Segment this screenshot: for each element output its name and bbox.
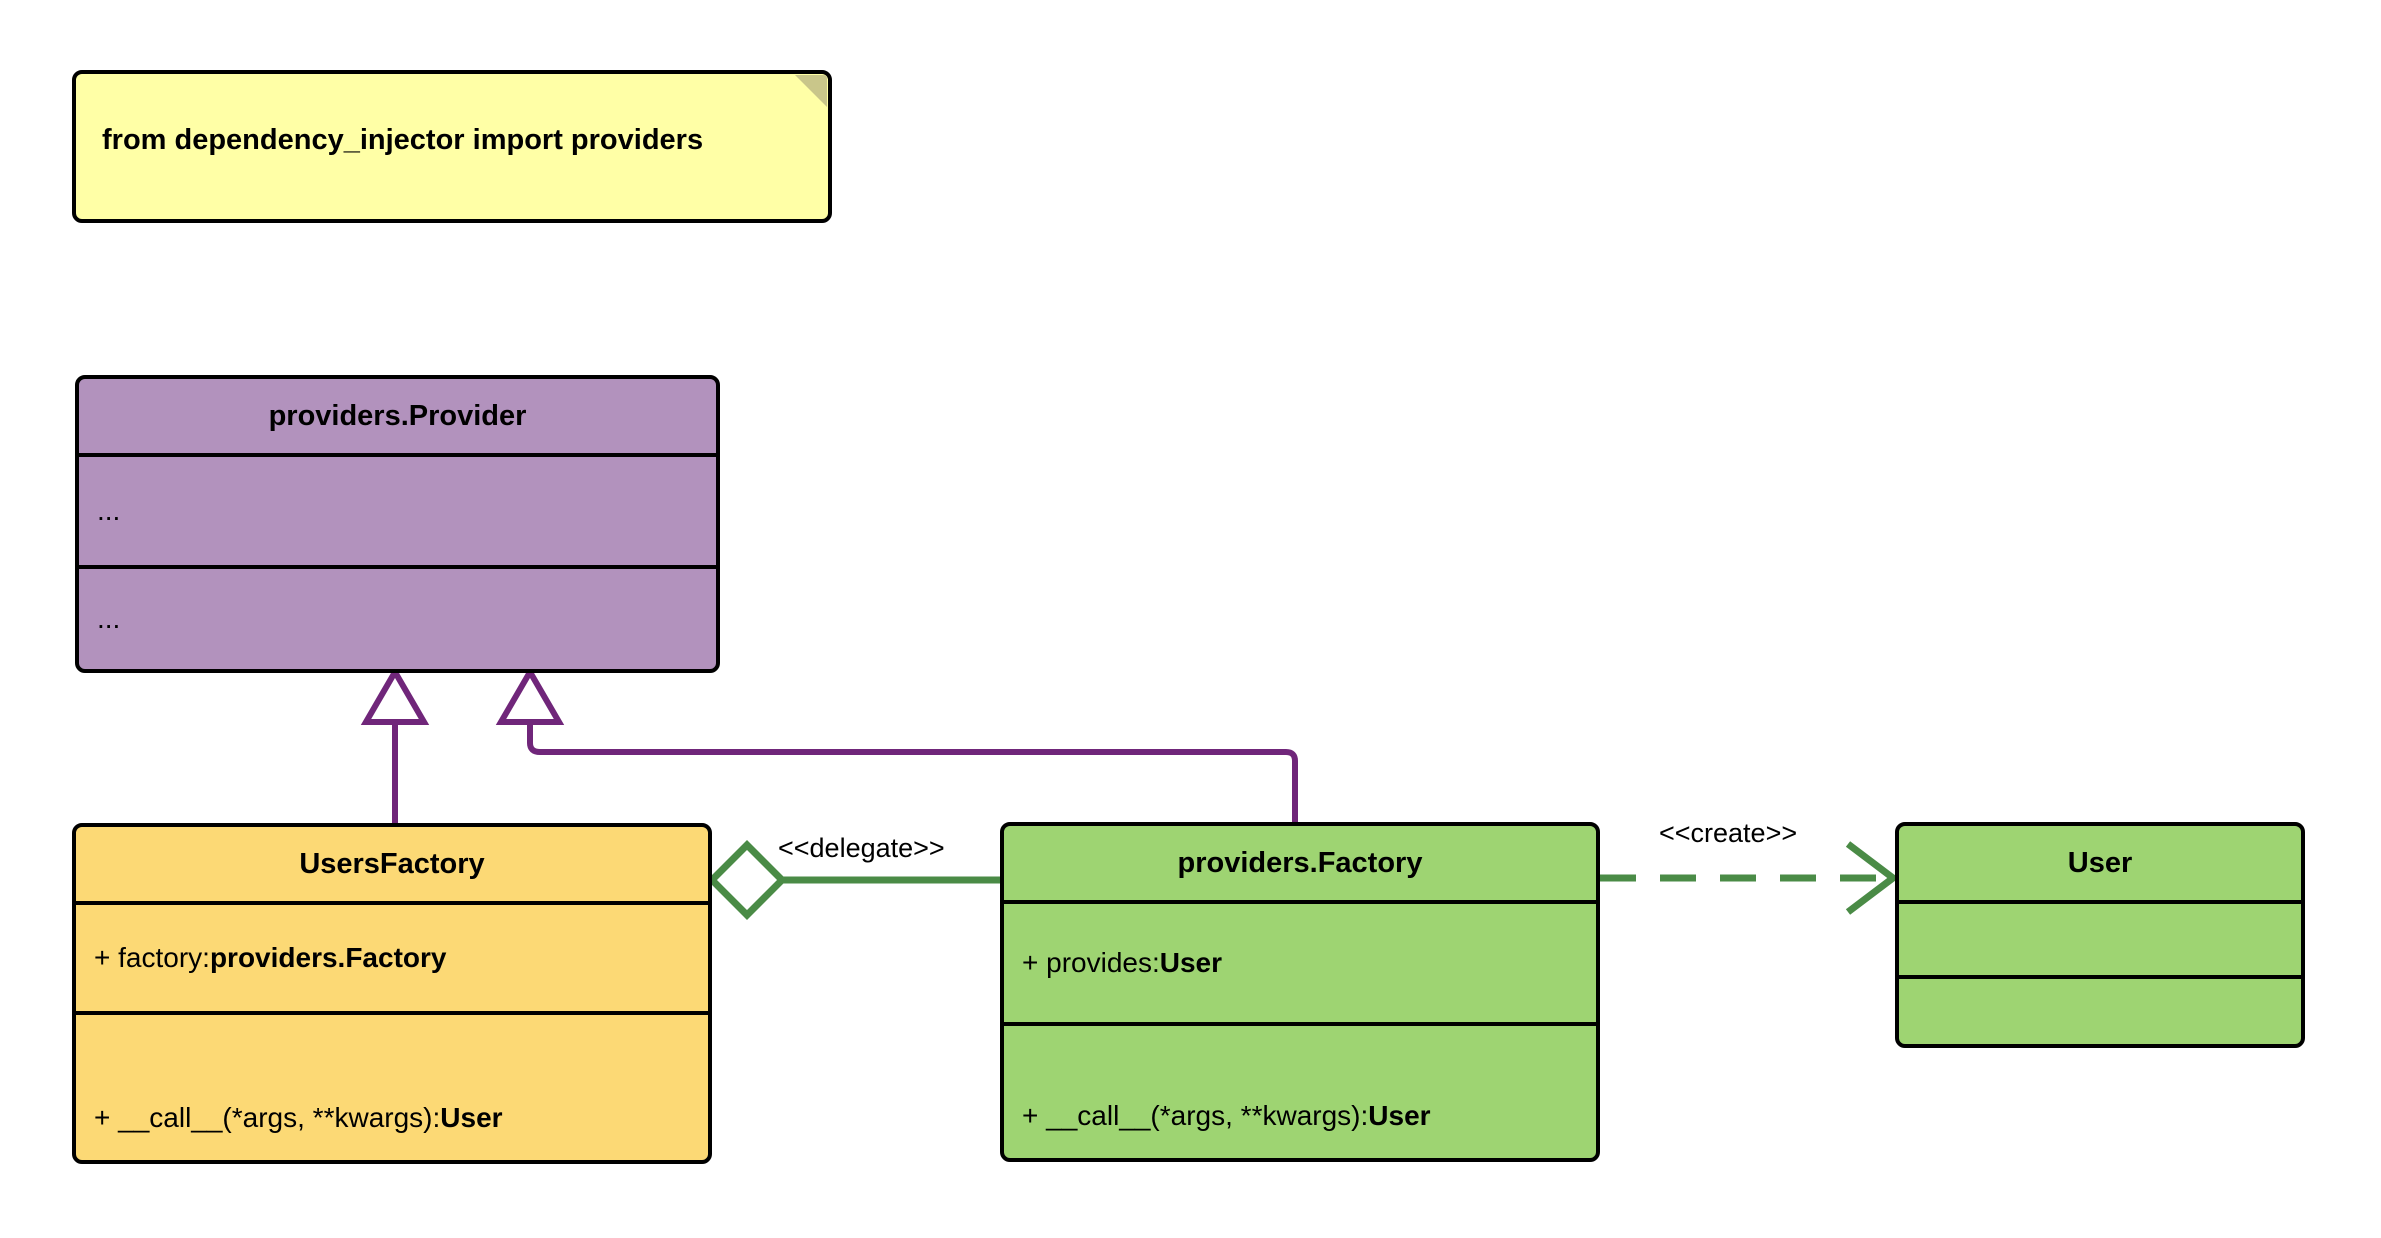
operation-row-factory-call-type: User bbox=[1368, 1100, 1431, 1131]
class-attributes-users-factory: + factory: providers.Factory bbox=[76, 901, 708, 1011]
generalization-providersfactory-to-provider bbox=[495, 666, 1298, 822]
class-operations-providers-factory: + __call__(*args, **kwargs): User bbox=[1004, 1022, 1596, 1158]
note-import: from dependency_injector import provider… bbox=[72, 70, 832, 223]
class-box-providers-factory[interactable]: providers.Factory + provides: User + __c… bbox=[1000, 822, 1600, 1162]
attribute-row-factory-type: providers.Factory bbox=[209, 942, 447, 973]
dependency-providersfactory-to-user bbox=[1600, 841, 1899, 915]
class-attributes-providers-factory: + provides: User bbox=[1004, 900, 1596, 1022]
class-operations-providers-provider: ... bbox=[79, 565, 716, 669]
attribute-row-provides-plain: + provides: bbox=[1022, 947, 1160, 978]
attribute-row-provides-type: User bbox=[1159, 947, 1223, 978]
class-operations-users-factory: + __call__(*args, **kwargs): User bbox=[76, 1011, 708, 1160]
class-title-providers-provider: providers.Provider bbox=[268, 399, 527, 432]
class-title-user: User bbox=[2067, 846, 2133, 879]
class-box-providers-provider[interactable]: providers.Provider ... ... bbox=[75, 375, 720, 673]
class-attributes-user bbox=[1899, 900, 2301, 975]
class-title-providers-factory: providers.Factory bbox=[1177, 846, 1423, 879]
attribute-row-factory-plain: + factory: bbox=[94, 942, 210, 973]
class-box-users-factory[interactable]: UsersFactory + factory: providers.Factor… bbox=[72, 823, 712, 1164]
class-attributes-providers-provider: ... bbox=[79, 453, 716, 565]
class-title-users-factory: UsersFactory bbox=[299, 847, 485, 880]
generalization-usersfactory-to-provider bbox=[360, 666, 430, 823]
note-fold-icon bbox=[795, 75, 827, 107]
class-operations-user bbox=[1899, 975, 2301, 1044]
operation-row-call-plain: + __call__(*args, **kwargs): bbox=[94, 1102, 441, 1133]
edge-label-delegate: <<delegate>> bbox=[778, 833, 945, 863]
operation-row-factory-call-plain: + __call__(*args, **kwargs): bbox=[1022, 1100, 1369, 1131]
class-box-user[interactable]: User bbox=[1895, 822, 2305, 1048]
note-text: from dependency_injector import provider… bbox=[102, 124, 704, 156]
edge-label-create: <<create>> bbox=[1659, 818, 1798, 848]
operation-row-call-type: User bbox=[440, 1102, 503, 1133]
